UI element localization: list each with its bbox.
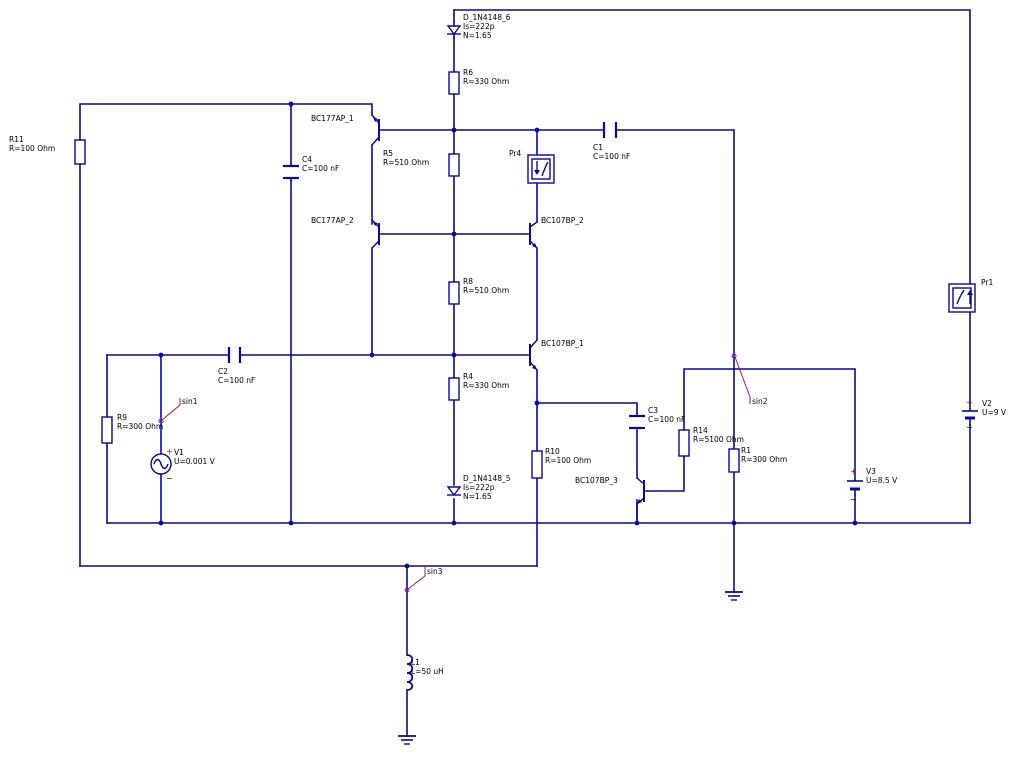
- probe-pr1[interactable]: Pr1: [948, 278, 993, 313]
- d5-n: N=1.65: [463, 492, 492, 501]
- inductor-l1[interactable]: L1 L=50 uH: [406, 654, 444, 691]
- r11-value: R=100 Ohm: [9, 144, 55, 153]
- r1-value: R=300 Ohm: [741, 455, 787, 464]
- l1-name: L1: [411, 658, 420, 667]
- r8-name: R8: [463, 277, 473, 286]
- voltage-source-v3[interactable]: + − V3 U=8.5 V: [847, 467, 898, 504]
- v2-minus: −: [966, 423, 973, 432]
- v1-value: U=0.001 V: [174, 457, 216, 466]
- capacitor-c4[interactable]: C4 C=100 nF: [283, 155, 339, 181]
- resistor-r9[interactable]: R9 R=300 Ohm: [101, 413, 163, 444]
- r8-value: R=510 Ohm: [463, 286, 509, 295]
- c4-value: C=100 nF: [302, 164, 339, 173]
- resistor-r6[interactable]: R6 R=330 Ohm: [448, 68, 509, 95]
- capacitor-c1[interactable]: C1 C=100 nF: [593, 122, 630, 161]
- resistor-r4[interactable]: R4 R=330 Ohm: [448, 372, 509, 401]
- transistor-bc177ap-1[interactable]: BC177AP_1: [311, 114, 383, 146]
- resistor-r8[interactable]: R8 R=510 Ohm: [448, 277, 509, 305]
- v1-name: V1: [174, 448, 184, 457]
- wire-label-sin2[interactable]: sin2: [731, 353, 768, 406]
- capacitor-c3[interactable]: C3 C=100 nF: [629, 406, 685, 430]
- sin1-text: sin1: [182, 397, 198, 406]
- r6-value: R=330 Ohm: [463, 77, 509, 86]
- v2-name: V2: [982, 399, 992, 408]
- c1-name: C1: [593, 143, 603, 152]
- ground-symbol: [398, 735, 416, 745]
- r10-name: R10: [545, 447, 560, 456]
- resistor-r14[interactable]: R14 R=5100 Ohm: [678, 426, 744, 457]
- r4-value: R=330 Ohm: [463, 381, 509, 390]
- c3-name: C3: [648, 406, 658, 415]
- r14-value: R=5100 Ohm: [693, 435, 744, 444]
- r14-name: R14: [693, 426, 708, 435]
- v1-plus: +: [166, 447, 173, 456]
- r10-value: R=100 Ohm: [545, 456, 591, 465]
- c2-value: C=100 nF: [218, 376, 255, 385]
- transistor-bc177ap-2[interactable]: BC177AP_2: [311, 216, 383, 249]
- sin3-text: sin3: [427, 567, 443, 576]
- d5-is: Is=222p: [463, 483, 495, 492]
- transistor-bc107bp-1[interactable]: BC107BP_1: [526, 339, 584, 371]
- wire-label-sin1[interactable]: sin1: [158, 397, 198, 424]
- junctions: [158, 101, 858, 569]
- pr4-name: Pr4: [509, 149, 521, 158]
- d5-name: D_1N4148_5: [463, 474, 511, 483]
- voltage-source-v2[interactable]: + − V2 U=9 V: [962, 398, 1007, 432]
- r11-name: R11: [9, 135, 24, 144]
- r6-name: R6: [463, 68, 473, 77]
- ground-symbol: [725, 591, 743, 601]
- resistor-r10[interactable]: R10 R=100 Ohm: [531, 447, 591, 479]
- c4-name: C4: [302, 155, 312, 164]
- sin2-text: sin2: [752, 397, 768, 406]
- diode-d6[interactable]: D_1N4148_6 Is=222p N=1.65: [446, 13, 511, 40]
- transistor-bc107bp-3[interactable]: BC107BP_3: [575, 476, 648, 524]
- resistor-r5[interactable]: R5 R=510 Ohm: [383, 149, 460, 177]
- c3-value: C=100 nF: [648, 415, 685, 424]
- resistor-r1[interactable]: R1 R=300 Ohm: [728, 446, 787, 473]
- wires: [79, 9, 971, 737]
- wire-label-sin3[interactable]: sin3: [404, 567, 443, 593]
- q1-name: BC177AP_1: [311, 114, 354, 123]
- r4-name: R4: [463, 372, 473, 381]
- r1-name: R1: [741, 446, 751, 455]
- v1-minus: −: [166, 474, 173, 483]
- q4-name: BC107BP_1: [541, 339, 584, 348]
- l1-value: L=50 uH: [411, 667, 444, 676]
- d6-is: Is=222p: [463, 22, 495, 31]
- v3-value: U=8.5 V: [866, 476, 898, 485]
- q3-name: BC107BP_2: [541, 216, 584, 225]
- diode-d5[interactable]: D_1N4148_5 Is=222p N=1.65: [446, 474, 511, 501]
- transistor-bc107bp-2[interactable]: BC107BP_2: [526, 216, 584, 249]
- r9-value: R=300 Ohm: [117, 422, 163, 431]
- v2-plus: +: [966, 398, 973, 407]
- resistor-r11[interactable]: R11 R=100 Ohm: [9, 135, 86, 165]
- probe-pr4[interactable]: Pr4: [509, 149, 555, 184]
- r5-value: R=510 Ohm: [383, 158, 429, 167]
- c1-value: C=100 nF: [593, 152, 630, 161]
- capacitor-c2[interactable]: C2 C=100 nF: [218, 347, 255, 385]
- q2-name: BC177AP_2: [311, 216, 354, 225]
- r9-name: R9: [117, 413, 127, 422]
- d6-n: N=1.65: [463, 31, 492, 40]
- d6-name: D_1N4148_6: [463, 13, 511, 22]
- r5-name: R5: [383, 149, 393, 158]
- v3-minus: −: [850, 495, 857, 504]
- q5-name: BC107BP_3: [575, 476, 618, 485]
- v3-plus: +: [850, 467, 857, 476]
- c2-name: C2: [218, 367, 228, 376]
- v3-name: V3: [866, 467, 876, 476]
- v2-value: U=9 V: [982, 408, 1007, 417]
- pr1-name: Pr1: [981, 278, 993, 287]
- voltage-source-v1[interactable]: + − V1 U=0.001 V: [150, 447, 216, 483]
